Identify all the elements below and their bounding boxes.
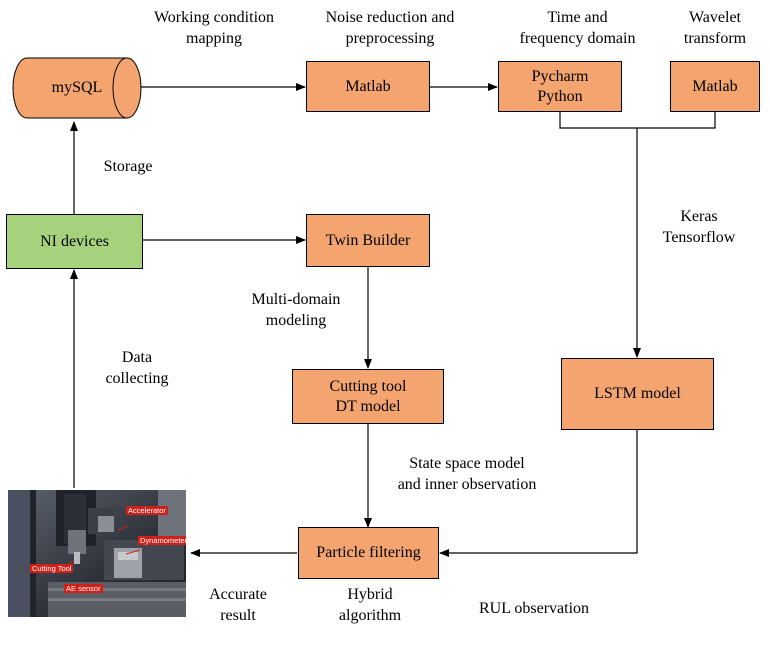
label-working-condition: Working condition mapping — [153, 9, 275, 47]
label-rul-observation: RUL observation — [478, 600, 590, 617]
bracket-pycharm-wavelet — [559, 111, 716, 129]
matlab-wavelet-node: Matlab — [670, 61, 760, 112]
mysql-node: mySQL — [51, 79, 103, 96]
label-hybrid-algorithm: Hybrid algorithm — [338, 586, 402, 624]
twin-builder-node: Twin Builder — [306, 214, 430, 267]
label-wavelet: Wavelet transform — [683, 9, 747, 47]
photo-tag-accelerator: Accelerator — [126, 506, 168, 516]
label-accurate-result: Accurate result — [209, 586, 267, 624]
label-keras-tensorflow: Keras Tensorflow — [662, 208, 736, 246]
label-time-frequency: Time and frequency domain — [519, 9, 636, 47]
cnc-machine-photo: Accelerator Dynamometer Cutting Tool AE … — [8, 490, 186, 617]
label-multi-domain: Multi-domain modeling — [251, 291, 341, 329]
photo-tag-ae-sensor: AE sensor — [64, 584, 103, 594]
cutting-tool-dt-node: Cutting tool DT model — [292, 369, 444, 424]
photo-tag-cutting-tool: Cutting Tool — [30, 564, 74, 574]
photo-tag-dynamometer: Dynamometer — [138, 536, 186, 546]
lstm-model-node: LSTM model — [561, 358, 714, 430]
machine-illustration — [8, 490, 186, 617]
pycharm-python-node: Pycharm Python — [498, 61, 622, 112]
label-noise-reduction: Noise reduction and preprocessing — [325, 9, 455, 47]
mysql-cylinder-shape — [12, 57, 142, 119]
label-storage: Storage — [103, 158, 153, 175]
ni-devices-node: NI devices — [6, 214, 143, 269]
arrow-lstm-to-particle — [439, 430, 638, 557]
label-state-space: State space model and inner observation — [397, 455, 537, 493]
particle-filtering-node: Particle filtering — [298, 527, 439, 579]
matlab-noise-node: Matlab — [306, 61, 430, 112]
label-data-collecting: Data collecting — [105, 349, 169, 387]
